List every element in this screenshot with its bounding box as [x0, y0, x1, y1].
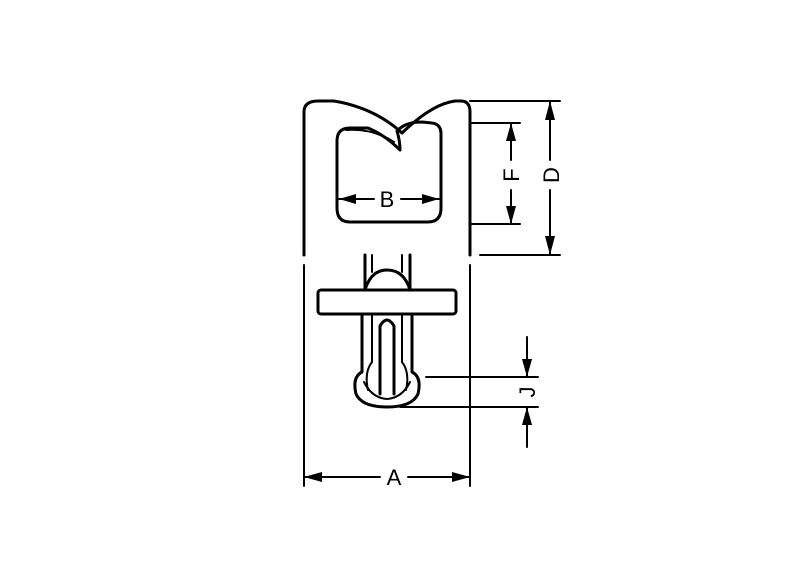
neck-dome — [363, 268, 412, 292]
pin-tip-inner — [363, 381, 411, 401]
dim-j-label: J — [515, 387, 540, 398]
dim-b-arrow-right — [422, 194, 439, 204]
dimension-a: A — [303, 264, 471, 490]
dim-j-arrow-bottom — [522, 407, 532, 425]
clip-head-window-lip — [345, 128, 395, 143]
dimension-f: F — [471, 122, 524, 225]
dim-d-arrow-bottom — [545, 236, 555, 255]
clip-head — [302, 99, 472, 257]
anchor-pin — [353, 312, 421, 409]
dim-a-arrow-left — [304, 472, 322, 482]
dim-f-arrow-bottom — [506, 206, 516, 224]
pin-outer-outline — [353, 312, 421, 409]
dimension-b: B — [338, 187, 440, 212]
dim-d-arrow-top — [545, 101, 555, 120]
dim-d-label: D — [539, 167, 564, 183]
dim-f-label: F — [499, 168, 524, 181]
neck-flange — [316, 253, 458, 316]
clip-head-window — [335, 120, 443, 224]
dimension-j: J — [399, 336, 540, 448]
dim-b-arrow-left — [339, 194, 356, 204]
dim-a-label: A — [387, 465, 402, 490]
dim-j-arrow-top — [522, 359, 532, 377]
dim-b-label: B — [380, 187, 395, 212]
pin-right-barb — [401, 313, 409, 391]
dim-f-arrow-top — [506, 123, 516, 141]
clip-head-outline — [302, 99, 472, 257]
pin-left-barb — [365, 313, 373, 391]
flange-plate — [316, 288, 458, 316]
dimension-d: D — [469, 100, 564, 256]
pin-slot — [378, 318, 396, 396]
dim-a-arrow-right — [452, 472, 470, 482]
